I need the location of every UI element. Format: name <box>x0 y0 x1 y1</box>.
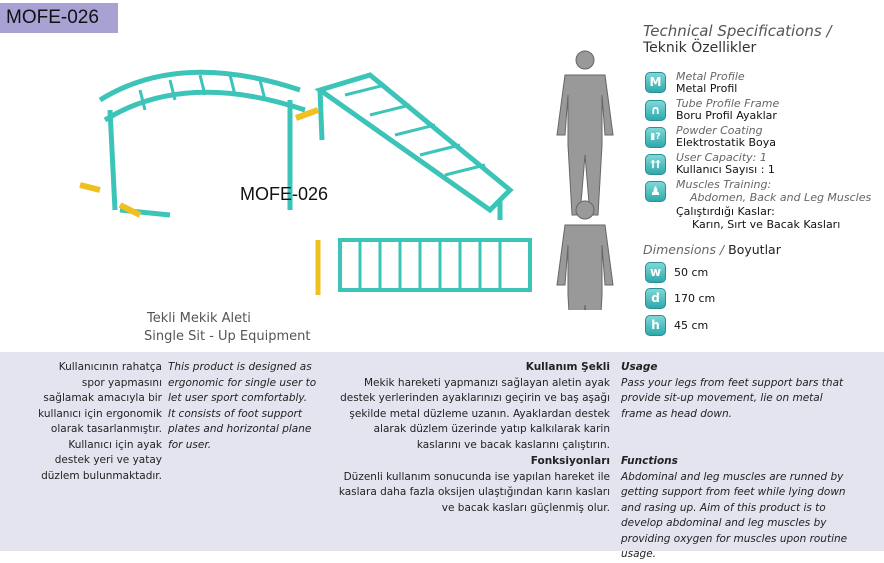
user-capacity-icon: †† <box>645 154 666 175</box>
spec-en: Abdomen, Back and Leg Muscles <box>690 191 872 204</box>
product-name-en: Single Sit - Up Equipment <box>144 329 311 344</box>
tube-frame-icon: ∩ <box>645 100 666 121</box>
muscle-anatomy-figures <box>556 50 614 310</box>
spec-title-en: Technical Specifications / <box>643 22 832 40</box>
product-name-tr: Tekli Mekik Aleti <box>147 311 251 326</box>
dimensions-title-tr: Boyutlar <box>728 242 781 257</box>
equipment-view-2 <box>294 72 514 220</box>
muscle-icon: ♟ <box>645 181 666 202</box>
product-code-badge: MOFE-026 <box>0 3 118 33</box>
spec-tr: Boru Profil Ayaklar <box>676 109 777 122</box>
spec-tr: Elektrostatik Boya <box>676 136 777 149</box>
powder-coating-icon: ▮? <box>645 127 666 148</box>
spec-tr: Metal Profil <box>676 82 738 95</box>
height-value: 45 cm <box>674 319 709 332</box>
spec-en: Metal Profile <box>676 70 745 83</box>
spec-tr: Kullanıcı Sayısı : 1 <box>676 163 775 176</box>
spec-tr: Karın, Sırt ve Bacak Kasları <box>692 218 841 231</box>
depth-value: 170 cm <box>674 292 716 305</box>
spec-title-tr: Teknik Özellikler <box>643 40 757 56</box>
metal-profile-icon: M <box>645 72 666 93</box>
equipment-view-1 <box>79 69 306 218</box>
equipment-view-top <box>315 238 532 295</box>
width-icon: w <box>645 262 666 283</box>
spec-en: Powder Coating <box>676 124 763 137</box>
spec-en: Muscles Training: <box>676 178 772 191</box>
dimensions-title-en: Dimensions / <box>643 242 725 257</box>
height-icon: h <box>645 315 666 336</box>
spec-en: User Capacity: 1 <box>676 151 767 164</box>
product-code-label: MOFE-026 <box>240 184 329 204</box>
depth-icon: d <box>645 288 666 309</box>
spec-en: Tube Profile Frame <box>676 97 780 110</box>
spec-tr: Çalıştırdığı Kaslar: <box>676 205 775 218</box>
width-value: 50 cm <box>674 266 709 279</box>
product-images <box>79 50 614 310</box>
